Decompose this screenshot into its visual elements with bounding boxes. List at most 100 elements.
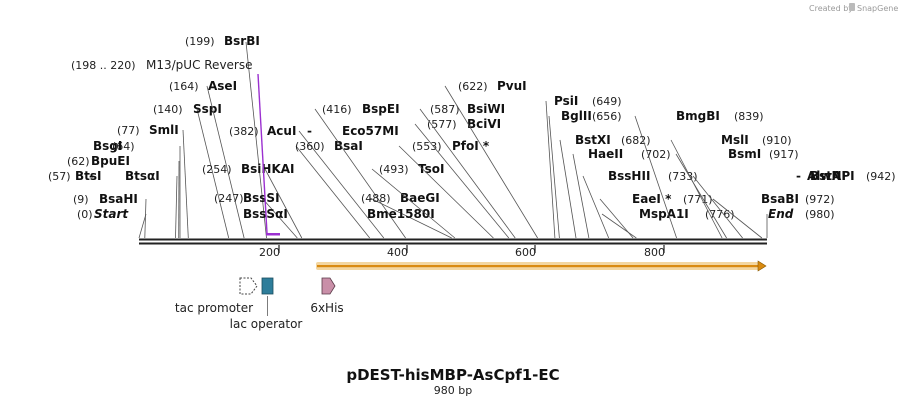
site-tick — [144, 198, 147, 239]
snapgene-credit: Created by SnapGene — [809, 3, 898, 13]
site-tick — [634, 115, 677, 239]
site-bstxi[interactable]: (682)BstXI — [559, 133, 651, 239]
site-bsiwi[interactable]: (587)BsiWI — [419, 102, 516, 239]
site-bsgi[interactable]: (64)BsgI — [93, 139, 181, 238]
site-name: SmlI — [149, 123, 179, 137]
site-mspa1i[interactable]: (776)MspA1I — [601, 207, 735, 239]
site-tick — [371, 168, 456, 239]
site-asei[interactable]: (164)AseI — [169, 79, 245, 239]
site-tick — [175, 175, 178, 239]
site-position: (254) — [202, 163, 232, 176]
site-bspei[interactable]: (416)BspEI — [314, 102, 406, 239]
site-separator: - — [307, 124, 312, 138]
site-btsi[interactable]: (57)BtsI-BtsαI — [48, 169, 178, 239]
feature-6xhis[interactable]: 6xHis — [310, 277, 344, 315]
site-bsshii[interactable]: (733)BssHII — [582, 169, 698, 239]
site-psii[interactable]: (649)PsiI — [545, 94, 622, 239]
site-tick — [298, 130, 385, 239]
feature-label: lac operator — [230, 317, 303, 331]
site-name: HaeII — [588, 147, 623, 161]
site-position: (553) — [412, 140, 442, 153]
site-position: (577) — [427, 118, 457, 131]
his-tag-icon — [321, 277, 336, 295]
site-tick — [138, 213, 147, 239]
site-separator: - — [796, 169, 801, 183]
feature-label: 6xHis — [310, 301, 343, 315]
site-bmgbi[interactable]: (839) BmgBI — [634, 109, 764, 239]
site-name: MspA1I — [639, 207, 689, 221]
site-tick — [261, 197, 298, 239]
primer-bar[interactable] — [266, 233, 280, 236]
site-tick — [245, 41, 267, 239]
orf-arrow[interactable] — [316, 260, 767, 272]
site-name: MslI — [721, 133, 749, 147]
site-bsai[interactable]: (360)BsaI — [295, 139, 371, 239]
site-bsahi[interactable]: (9) BsaHI — [73, 192, 147, 239]
site-tick — [196, 108, 230, 239]
site-pvui[interactable]: (622) PvuI — [444, 79, 538, 239]
site-name: BciVI — [467, 117, 501, 131]
site-tick — [559, 139, 577, 239]
site-name-2: Eco57MI — [342, 124, 399, 138]
features: tac promoter lac operator 6xHis — [175, 277, 344, 331]
plasmid-title: pDEST-hisMBP-AsCpf1-EC 980 bp — [346, 366, 559, 397]
site-name: PvuI — [497, 79, 527, 93]
site-bsssi[interactable]: (247)BssSIBssSαI — [214, 191, 298, 239]
site-end[interactable]: (980)End — [766, 207, 835, 238]
site-bsmi[interactable]: (917)BsmI — [675, 147, 799, 239]
site-bcivi[interactable]: (577) BciVI — [414, 117, 510, 239]
site-bsabi[interactable]: (972)BsaBI — [712, 192, 835, 239]
site-name: BsmI — [728, 147, 761, 161]
site-position: (0) — [77, 208, 93, 221]
site-name: BsaI — [334, 139, 363, 153]
site-name: BstXI — [575, 133, 611, 147]
site-position: (622) — [458, 80, 488, 93]
ruler-label: 400 — [387, 246, 408, 259]
site-name: BspEI — [362, 102, 400, 116]
site-bpuei[interactable]: (62)BpuEI — [67, 154, 180, 239]
feature-tac-promoter[interactable]: tac promoter — [175, 277, 258, 315]
site-name: BsaHI — [99, 192, 138, 206]
site-name: End — [768, 207, 794, 221]
site-msli[interactable]: (910)MslI — [670, 133, 792, 239]
site-name: BssSI — [243, 191, 280, 205]
site-position: (839) — [734, 110, 764, 123]
site-position: (199) — [185, 35, 215, 48]
site-position: (64) — [112, 140, 135, 153]
plasmid-name: pDEST-hisMBP-AsCpf1-EC — [346, 366, 559, 384]
restriction-sites: (0)Start(9)BsaHI(57)BtsI-BtsαI(62)BpuEI(… — [48, 34, 896, 239]
site-name: BglII — [561, 109, 592, 123]
site-pfoi-[interactable]: (553) PfoI * — [398, 139, 494, 239]
site-name: Start — [94, 207, 129, 221]
site-position: (9) — [73, 193, 89, 206]
feature-lac-operator[interactable]: lac operator — [230, 277, 303, 331]
site-smli[interactable]: (77)SmlI — [117, 123, 189, 239]
site-tick — [398, 145, 494, 239]
site-bglii[interactable]: (656)BglII — [548, 109, 622, 239]
site-haeii[interactable]: (702)HaeII — [572, 147, 671, 239]
site-position: (57) — [48, 170, 71, 183]
site-tick — [314, 108, 406, 239]
primer-annotation[interactable]: (198 .. 220)M13/pUC Reverse — [71, 58, 280, 236]
site-name-b: Bme1580I — [367, 207, 435, 221]
site-tsoi[interactable]: (493)TsoI — [371, 162, 456, 239]
site-name: EaeI * — [632, 192, 672, 206]
site-tick — [601, 213, 637, 239]
site-start[interactable]: (0)Start — [77, 207, 147, 239]
site-sspi[interactable]: (140)SspI — [153, 102, 230, 239]
site-position: (733) — [668, 170, 698, 183]
site-position: (649) — [592, 95, 622, 108]
orf-body[interactable] — [317, 265, 759, 268]
site-acui[interactable]: (382)AcuI-Eco57MI — [229, 124, 399, 239]
lac-operator-icon — [261, 277, 274, 295]
site-name: PfoI * — [452, 139, 490, 153]
site-name: BsiHKAI — [241, 162, 295, 176]
site-name: BmgBI — [676, 109, 720, 123]
site-alwni[interactable]: AlwNI-BstAPI(942) — [692, 169, 896, 239]
site-name: BsgI — [93, 139, 122, 153]
site-bsihkai[interactable]: (254) BsiHKAI — [202, 162, 303, 239]
site-bsrbi[interactable]: (199)BsrBI — [185, 34, 267, 239]
site-name: AseI — [208, 79, 237, 93]
